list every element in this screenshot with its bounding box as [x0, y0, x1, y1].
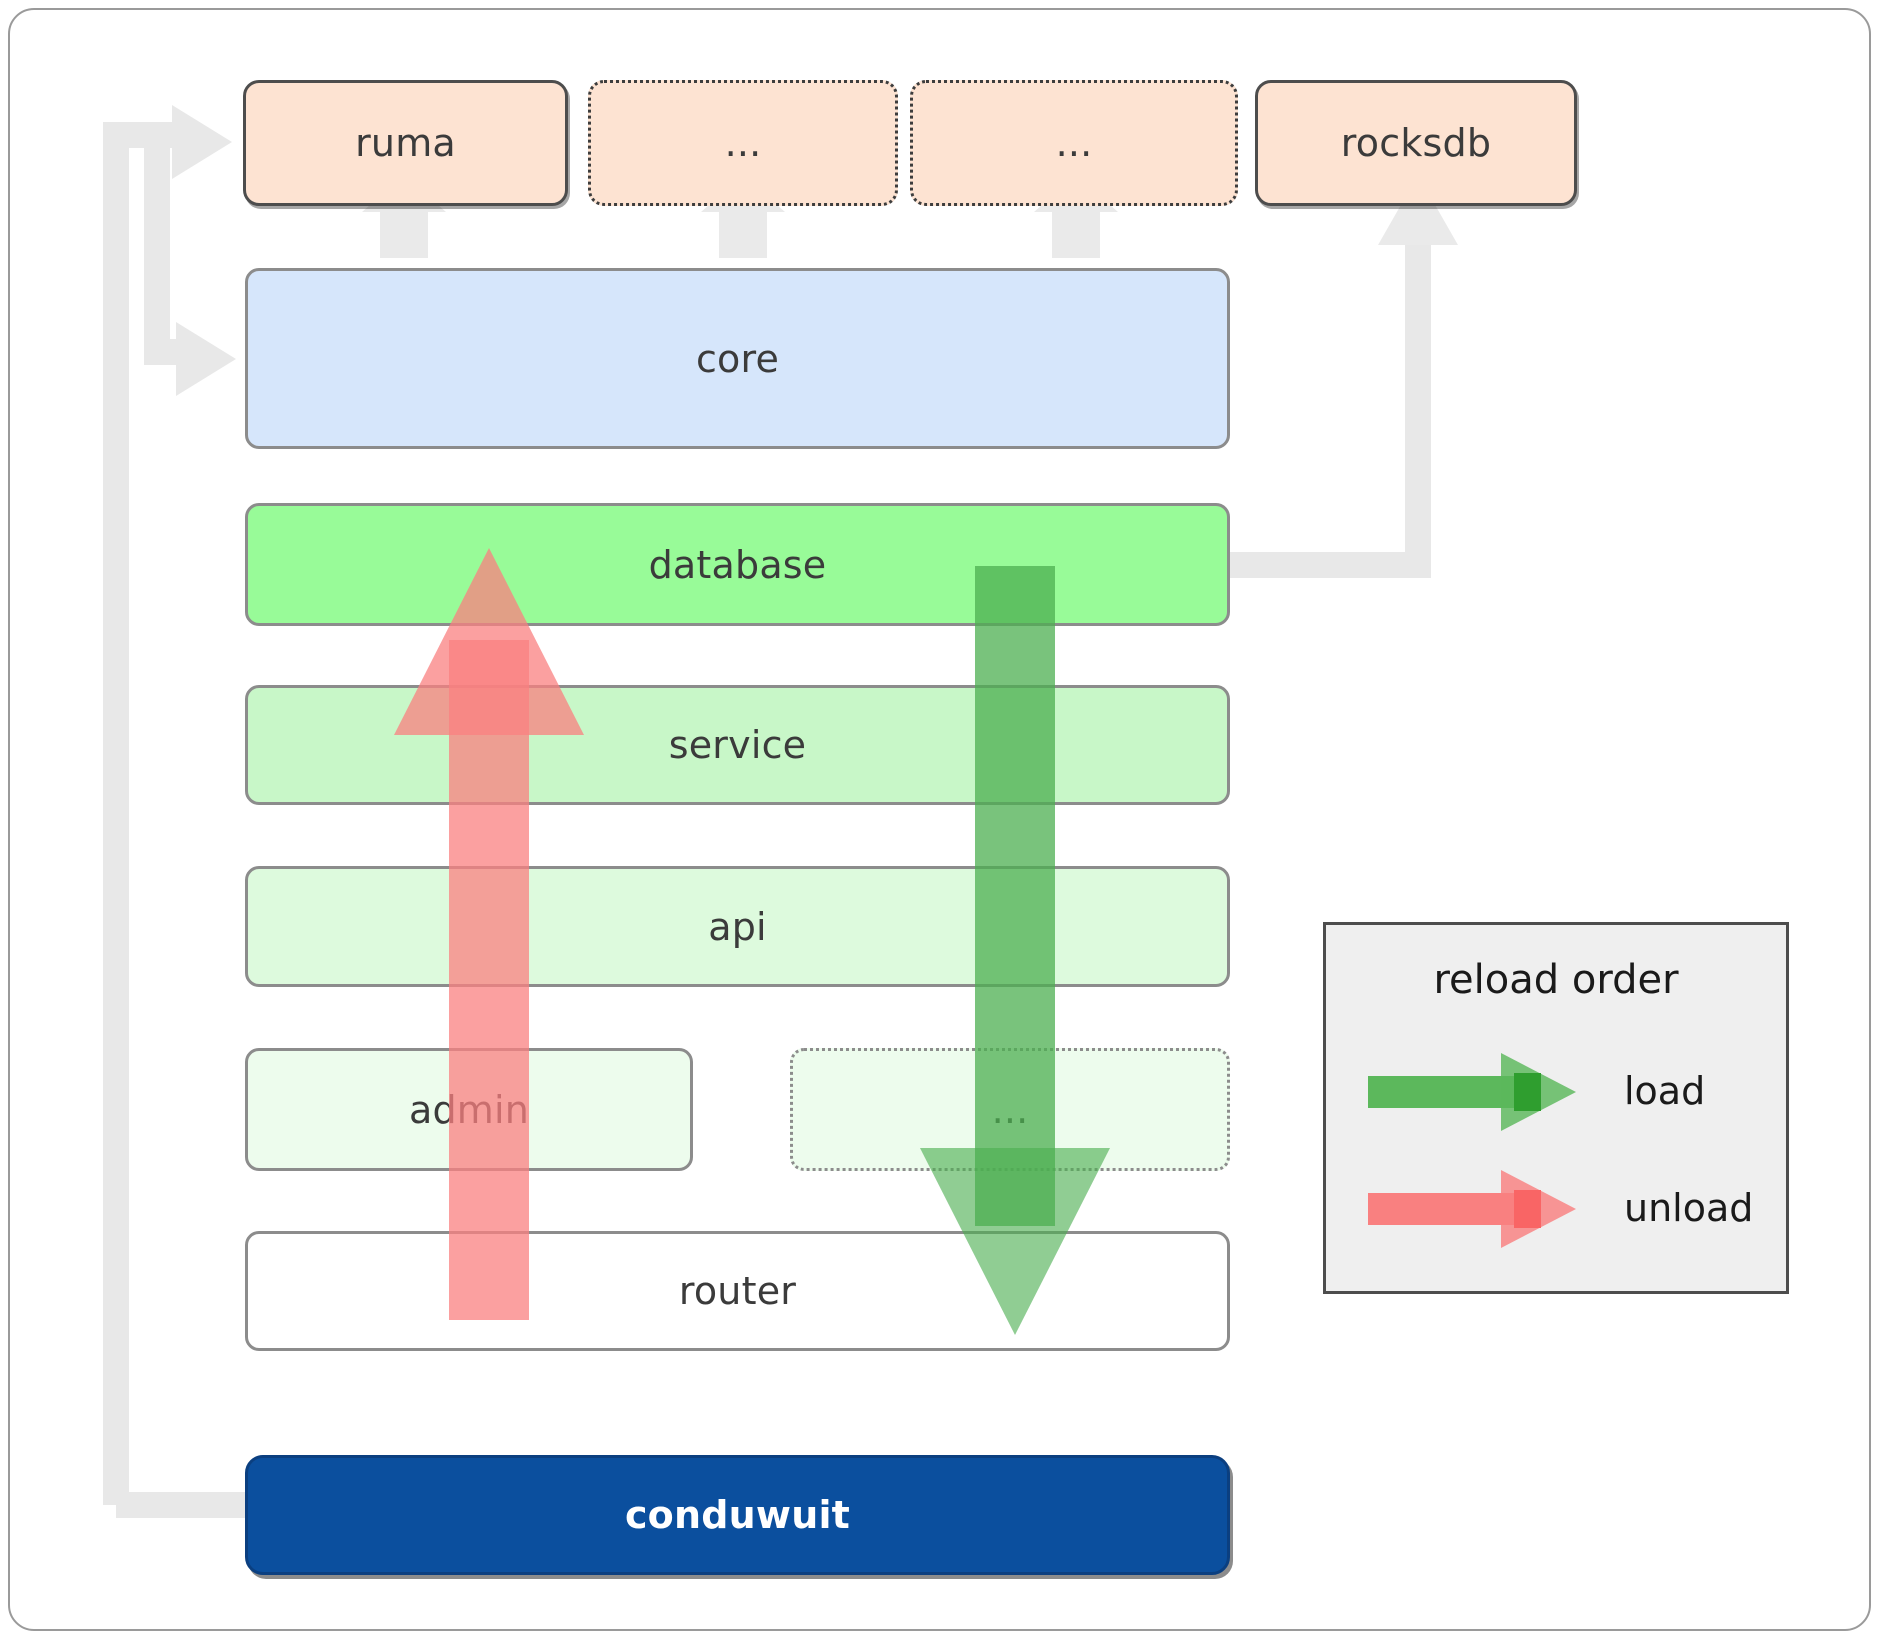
legend-item-load: load — [1366, 1043, 1766, 1139]
layer-box-router[interactable]: router — [245, 1231, 1230, 1351]
legend-item-unload: unload — [1366, 1160, 1766, 1256]
dependency-label: rocksdb — [1340, 121, 1492, 165]
main-crate-label: conduwuit — [624, 1493, 851, 1537]
layer-box-admin[interactable]: admin — [245, 1048, 693, 1171]
layer-box-database[interactable]: database — [245, 503, 1230, 626]
legend-panel: reload order load unload — [1323, 922, 1789, 1294]
layer-box-ellipsis[interactable]: ... — [790, 1048, 1230, 1171]
layer-label: service — [668, 723, 807, 767]
layer-box-service[interactable]: service — [245, 685, 1230, 805]
legend-title: reload order — [1433, 957, 1679, 1003]
main-crate-box-conduwuit[interactable]: conduwuit — [245, 1455, 1230, 1575]
legend-label-load: load — [1624, 1069, 1706, 1113]
dependency-label: ruma — [355, 121, 456, 165]
dependency-box-ellipsis-2[interactable]: ... — [910, 80, 1238, 206]
dependency-box-rocksdb[interactable]: rocksdb — [1255, 80, 1577, 206]
layer-label: database — [648, 542, 827, 587]
dependency-box-ellipsis-1[interactable]: ... — [588, 80, 898, 206]
layer-label: router — [678, 1269, 797, 1313]
layer-label: core — [695, 336, 780, 381]
layer-label: api — [708, 904, 767, 949]
legend-label-unload: unload — [1624, 1186, 1754, 1230]
dependency-box-ruma[interactable]: ruma — [243, 80, 568, 206]
dependency-label: ... — [724, 121, 762, 165]
layer-label: ... — [991, 1087, 1029, 1132]
unload-arrow-icon — [1368, 1170, 1576, 1248]
layer-box-core[interactable]: core — [245, 268, 1230, 449]
layer-box-api[interactable]: api — [245, 866, 1230, 987]
dependency-label: ... — [1055, 121, 1093, 165]
load-arrow-icon — [1368, 1053, 1576, 1131]
layer-label: admin — [408, 1087, 530, 1132]
diagram-frame — [8, 8, 1871, 1631]
